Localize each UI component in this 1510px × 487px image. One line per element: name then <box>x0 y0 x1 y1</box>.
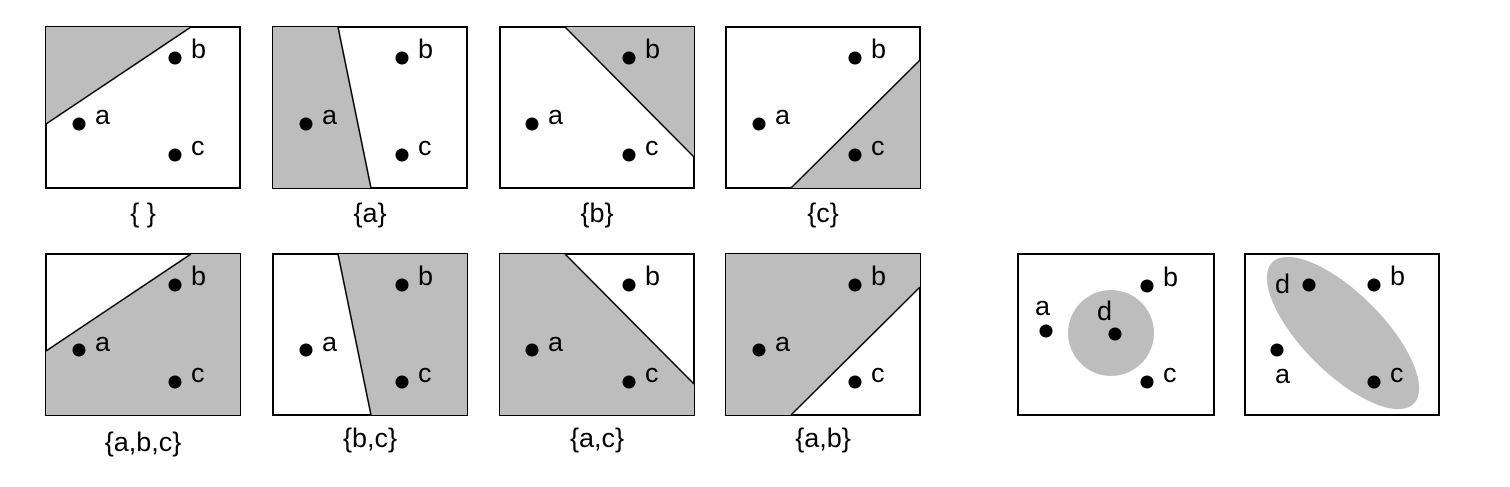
point-label-b: b <box>1390 261 1405 291</box>
point-label-d: d <box>1097 296 1112 326</box>
point-label-c: c <box>1390 358 1404 388</box>
boundary-line <box>564 253 695 385</box>
point-label-c: c <box>871 358 885 388</box>
point-label-c: c <box>418 131 432 161</box>
point-a <box>299 343 313 357</box>
point-a <box>72 117 86 131</box>
shaded-region <box>500 254 694 415</box>
boundary-line <box>337 253 372 416</box>
point-c <box>168 148 182 162</box>
point-label-a: a <box>548 327 564 357</box>
point-label-a: a <box>95 327 111 357</box>
point-label-c: c <box>645 358 659 388</box>
point-label-b: b <box>418 261 433 291</box>
shaded-region <box>46 254 240 415</box>
shaded-ellipse <box>1266 256 1420 410</box>
point-label-b: b <box>645 34 660 64</box>
point-a <box>72 343 86 357</box>
point-b <box>168 51 182 65</box>
point-a <box>1039 324 1053 338</box>
point-b <box>1140 279 1154 293</box>
panel-caption: {a,c} <box>570 423 624 453</box>
point-b <box>848 278 862 292</box>
point-label-a: a <box>1275 359 1291 389</box>
panel-disc: a b c d <box>1017 253 1215 416</box>
point-a <box>752 117 766 131</box>
point-a <box>525 117 539 131</box>
point-b <box>1367 278 1381 292</box>
point-label-b: b <box>418 34 433 64</box>
boundary-line <box>790 59 921 189</box>
panel-set-ac: a b c {a,c} <box>499 253 695 453</box>
point-c <box>848 148 862 162</box>
boundary-line <box>45 26 192 125</box>
point-label-b: b <box>191 34 206 64</box>
point-label-b: b <box>871 261 886 291</box>
point-a <box>1270 343 1284 357</box>
point-c <box>848 375 862 389</box>
panel-caption: {a,b,c} <box>105 427 182 457</box>
boundary-line <box>337 26 372 189</box>
point-a <box>525 343 539 357</box>
shaded-region <box>338 254 467 415</box>
point-label-d: d <box>1275 269 1290 299</box>
point-b <box>622 51 636 65</box>
panel-set-abc: a b c {a,b,c} <box>45 253 241 457</box>
point-c <box>1140 375 1154 389</box>
point-c <box>168 375 182 389</box>
point-label-c: c <box>871 131 885 161</box>
panel-set-ab: a b c {a,b} <box>725 253 921 453</box>
point-label-a: a <box>322 327 338 357</box>
panel-caption: {a,b} <box>795 423 851 453</box>
point-c <box>395 148 409 162</box>
point-b <box>848 51 862 65</box>
panel-set-b: a b c {b} <box>499 26 695 228</box>
point-label-a: a <box>1035 291 1051 321</box>
point-label-b: b <box>645 261 660 291</box>
point-label-c: c <box>645 131 659 161</box>
panel-ellipse: a b c d <box>1244 253 1440 416</box>
panel-set-a: a b c {a} <box>272 26 468 228</box>
panel-caption: {b,c} <box>343 423 397 453</box>
panel-set-c: a b c {c} <box>725 26 921 228</box>
point-label-a: a <box>775 100 791 130</box>
point-label-a: a <box>548 100 564 130</box>
panel-caption: {a} <box>353 198 386 228</box>
panel-set-bc: a b c {b,c} <box>272 253 468 453</box>
point-b <box>395 278 409 292</box>
point-b <box>395 51 409 65</box>
panel-empty-set: a b c { } <box>45 26 241 228</box>
boundary-line <box>45 253 192 352</box>
point-label-c: c <box>1163 358 1177 388</box>
point-c <box>622 148 636 162</box>
point-a <box>752 343 766 357</box>
point-label-b: b <box>871 34 886 64</box>
boundary-line <box>564 26 695 158</box>
point-b <box>168 278 182 292</box>
point-a <box>299 117 313 131</box>
panel-caption: {c} <box>807 198 839 228</box>
point-d <box>1302 278 1316 292</box>
point-label-a: a <box>775 327 791 357</box>
point-label-c: c <box>191 358 205 388</box>
boundary-line <box>790 286 921 416</box>
panel-caption: { } <box>130 198 156 228</box>
point-label-c: c <box>418 358 432 388</box>
point-label-c: c <box>191 131 205 161</box>
point-label-a: a <box>95 100 111 130</box>
point-d <box>1108 327 1122 341</box>
shaded-region <box>273 27 371 188</box>
point-label-b: b <box>191 261 206 291</box>
shaded-region <box>726 254 920 415</box>
panel-caption: {b} <box>580 198 613 228</box>
point-c <box>1367 375 1381 389</box>
point-label-a: a <box>322 100 338 130</box>
point-c <box>395 375 409 389</box>
point-b <box>622 278 636 292</box>
point-c <box>622 375 636 389</box>
point-label-b: b <box>1163 262 1178 292</box>
